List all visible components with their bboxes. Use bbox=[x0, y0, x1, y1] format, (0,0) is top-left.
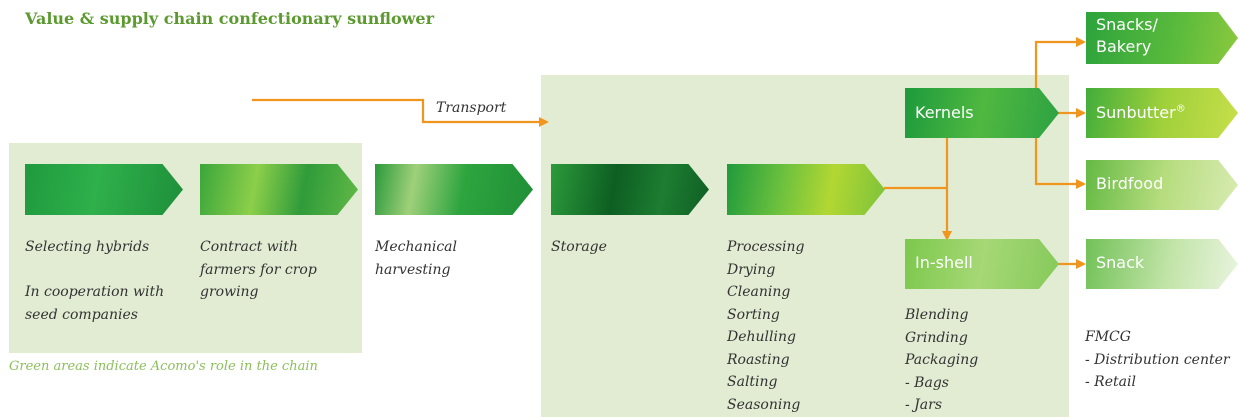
storage-text: Storage bbox=[551, 236, 607, 259]
text-line: Mechanical bbox=[375, 239, 457, 255]
birdfood-label: Birdfood bbox=[1096, 174, 1164, 193]
text-line: - Bags bbox=[905, 374, 949, 391]
text-line: - Jars bbox=[905, 397, 943, 413]
text-line: Seasoning bbox=[727, 396, 801, 413]
processing-text: Processing Drying Cleaning Sorting Dehul… bbox=[727, 236, 805, 416]
inshell-arrow bbox=[905, 239, 1059, 289]
footnote: Green areas indicate Acomo's role in the… bbox=[9, 359, 318, 374]
text-line bbox=[25, 259, 164, 282]
snacks-bakery-arrow bbox=[1086, 12, 1238, 64]
sunbutter-label: Sunbutter® bbox=[1096, 103, 1186, 122]
sunbutter-text: Sunbutter bbox=[1096, 103, 1176, 122]
text-line: Blending bbox=[905, 307, 969, 323]
text-line: seed companies bbox=[25, 306, 138, 323]
contract-farmers-arrow bbox=[200, 164, 358, 215]
text-line: Drying bbox=[727, 261, 776, 278]
text-line: Storage bbox=[551, 239, 607, 255]
sunbutter-arrow bbox=[1086, 88, 1238, 138]
text-line: - Distribution center bbox=[1085, 351, 1230, 368]
harvesting-arrow bbox=[375, 164, 533, 215]
text-line: Salting bbox=[727, 374, 778, 390]
text-line: Sorting bbox=[727, 306, 780, 323]
kernels-arrow bbox=[905, 88, 1059, 138]
text-line: growing bbox=[200, 284, 259, 300]
transport-label: Transport bbox=[436, 100, 507, 116]
snacks-bakery-line-2: Bakery bbox=[1096, 37, 1152, 56]
text-line: Roasting bbox=[727, 351, 790, 368]
selecting-hybrids-arrow bbox=[25, 164, 183, 215]
kernels-label: Kernels bbox=[915, 103, 974, 122]
text-line: FMCG bbox=[1085, 329, 1131, 345]
processing-arrow bbox=[727, 164, 885, 215]
text-line: harvesting bbox=[375, 261, 451, 278]
text-line: Selecting hybrids bbox=[25, 239, 150, 255]
transport-arrow bbox=[252, 98, 549, 127]
text-line: Grinding bbox=[905, 329, 968, 346]
birdfood-arrow bbox=[1086, 160, 1238, 210]
snacks-bakery-line-1: Snacks/ bbox=[1096, 15, 1158, 34]
text-line: farmers for crop bbox=[200, 261, 317, 278]
snack-label: Snack bbox=[1096, 253, 1145, 272]
fmcg-text: FMCG - Distribution center - Retail bbox=[1085, 326, 1230, 394]
registered-mark: ® bbox=[1175, 103, 1186, 115]
text-line: In cooperation with bbox=[25, 284, 165, 300]
storage-arrow bbox=[551, 164, 709, 215]
snacks-bakery-label: Snacks/ Bakery bbox=[1096, 14, 1158, 58]
packaging-text: Blending Grinding Packaging - Bags - Jar… bbox=[905, 304, 978, 417]
diagram-title: Value & supply chain confectionary sunfl… bbox=[25, 9, 435, 28]
text-line: Packaging bbox=[905, 352, 979, 368]
selecting-hybrids-text: Selecting hybrids In cooperation with se… bbox=[25, 236, 164, 326]
text-line: Dehulling bbox=[727, 329, 796, 345]
text-line: Cleaning bbox=[727, 284, 791, 300]
harvesting-text: Mechanical harvesting bbox=[375, 236, 457, 281]
contract-text: Contract with farmers for crop growing bbox=[200, 236, 317, 304]
text-line: - Retail bbox=[1085, 374, 1136, 390]
snack-arrow bbox=[1086, 239, 1238, 289]
text-line: Contract with bbox=[200, 239, 298, 255]
inshell-label: In-shell bbox=[915, 253, 973, 272]
text-line: Processing bbox=[727, 239, 805, 255]
